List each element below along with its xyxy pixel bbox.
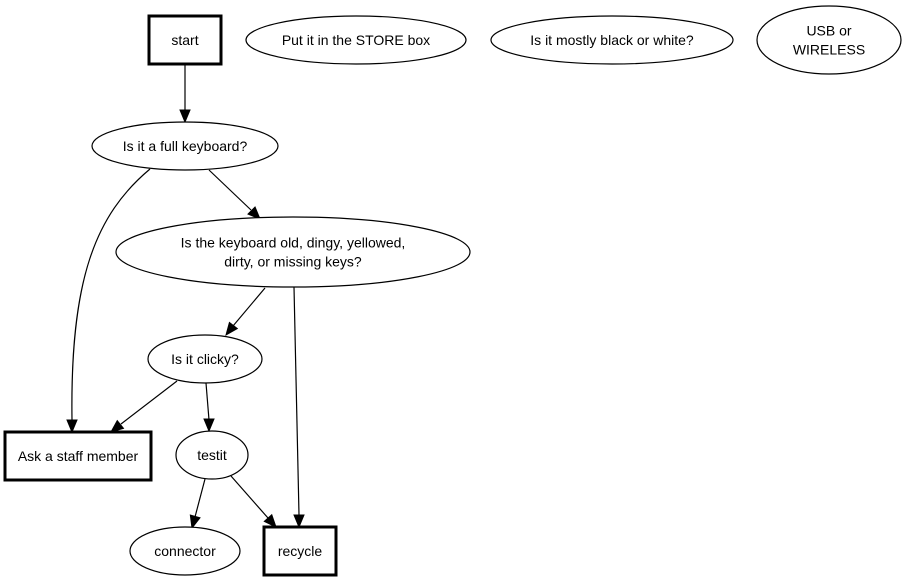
edge-testit-to-recycle [230, 475, 277, 528]
arrowhead-icon [203, 418, 215, 433]
edge-line [71, 168, 151, 421]
arrowhead-icon [109, 419, 125, 433]
edge-line [232, 287, 266, 327]
node-start: start [147, 14, 223, 66]
node-box-shape [262, 525, 338, 577]
arrowhead-icon [293, 514, 305, 529]
node-label: start [171, 32, 198, 48]
arrowhead-icon [247, 206, 261, 220]
node-label: dirty, or missing keys? [224, 254, 362, 270]
node-ellipse-shape [129, 526, 241, 576]
nodes-layer: start Put it in the STORE box Is it mostly… [3, 5, 902, 577]
edge-full-to-old [208, 169, 261, 220]
node-store: Put it in the STORE box [245, 15, 467, 65]
node-usb: USB or WIRELESS [756, 5, 902, 75]
node-label: Put it in the STORE box [282, 32, 430, 48]
node-ellipse-shape [245, 15, 467, 65]
node-connector: connector [129, 526, 241, 576]
node-box-shape [3, 430, 153, 482]
node-ellipse-shape [147, 334, 263, 384]
node-old: Is the keyboard old, dingy, yellowed, dir… [115, 216, 471, 288]
node-full: Is it a full keyboard? [91, 121, 279, 171]
edge-line [230, 475, 269, 519]
node-box-shape [147, 14, 223, 66]
arrowhead-icon [66, 419, 78, 434]
edge-clicky-to-staff [109, 380, 178, 433]
node-recycle: recycle [262, 525, 338, 577]
node-ellipse-shape [756, 5, 902, 75]
node-label: WIRELESS [793, 42, 865, 58]
node-ellipse-shape [91, 121, 279, 171]
edge-line [208, 169, 252, 211]
edge-line [293, 286, 300, 516]
node-staff: Ask a staff member [3, 430, 153, 482]
node-label: recycle [278, 543, 323, 559]
node-ellipse-shape [490, 15, 734, 65]
node-ellipse-shape [175, 430, 249, 480]
node-testit: testit [175, 430, 249, 480]
edge-testit-to-connector [189, 478, 206, 530]
edge-line [120, 380, 178, 425]
node-label: testit [197, 447, 227, 463]
edge-start-to-full [179, 64, 191, 124]
node-blackwhite: Is it mostly black or white? [490, 15, 734, 65]
edge-line [205, 382, 210, 421]
arrowhead-icon [179, 109, 191, 124]
node-label: Is it clicky? [171, 351, 239, 367]
arrowhead-icon [189, 514, 201, 530]
edge-old-to-clicky [225, 287, 266, 337]
node-label: USB or [806, 23, 851, 39]
node-label: connector [154, 543, 216, 559]
node-label: Is it mostly black or white? [530, 32, 694, 48]
edge-full-to-staff [66, 168, 151, 434]
edge-old-to-recycle [293, 286, 305, 529]
edge-clicky-to-testit [203, 382, 215, 433]
edges-layer [66, 64, 305, 530]
node-label: Ask a staff member [18, 448, 139, 464]
arrowhead-icon [225, 321, 239, 337]
node-label: Is the keyboard old, dingy, yellowed, [181, 235, 406, 251]
arrowhead-icon [263, 513, 277, 528]
edge-line [194, 478, 206, 518]
node-ellipse-shape [115, 216, 471, 288]
node-clicky: Is it clicky? [147, 334, 263, 384]
node-label: Is it a full keyboard? [123, 138, 248, 154]
